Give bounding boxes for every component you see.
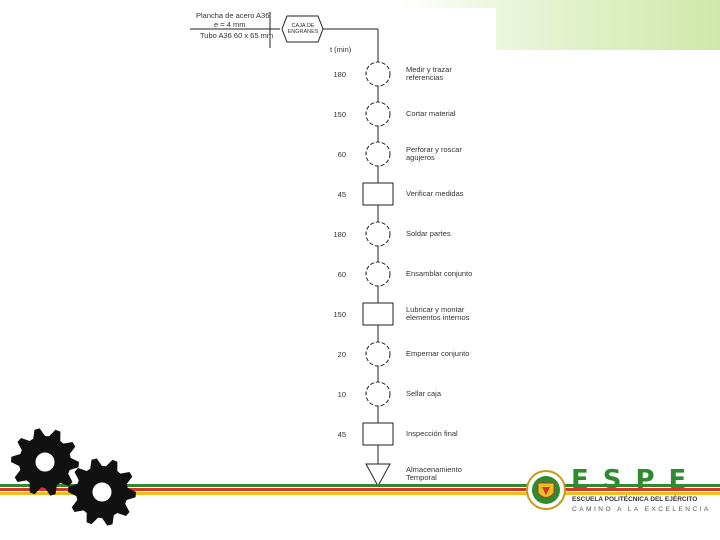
- input-material-2: Tubo A36 60 x 65 mm: [200, 31, 274, 40]
- footer-stripes: [0, 484, 720, 500]
- step-time: 45: [337, 190, 346, 199]
- flow-lines: [190, 12, 394, 488]
- step-time: 45: [337, 430, 346, 439]
- step-label: Verificar medidas: [406, 189, 464, 198]
- step-time: 180: [333, 230, 346, 239]
- espe-name: ESCUELA POLITÉCNICA DEL EJÉRCITO: [572, 496, 698, 503]
- espe-seal-icon: [526, 470, 566, 510]
- step-time: 60: [337, 150, 346, 159]
- gears-icon: [11, 428, 136, 526]
- storage-triangle: [365, 463, 391, 488]
- step-time: 150: [333, 110, 346, 119]
- inspection-square: [362, 422, 394, 446]
- operation-circle: [365, 101, 391, 127]
- stripe-yellow: [0, 492, 720, 495]
- operation-circle: [365, 221, 391, 247]
- inspection-square: [362, 302, 394, 326]
- operation-circle: [365, 261, 391, 287]
- gear-large-icon-hub: [32, 449, 58, 475]
- process-flow-diagram: Plancha de acero A36 e = 4 mm Tubo A36 6…: [190, 8, 496, 494]
- step-label: Perforar y roscar agujeros: [406, 145, 462, 162]
- gear-small-icon-hub: [89, 479, 115, 505]
- input-thickness: e = 4 mm: [214, 20, 246, 29]
- step-label: Lubricar y montar elementos internos: [406, 305, 470, 322]
- step-label: Cortar material: [406, 109, 456, 118]
- input-material-1: Plancha de acero A36: [196, 11, 270, 20]
- step-label: Medir y trazar referencias: [406, 65, 452, 82]
- step-time: 10: [337, 390, 346, 399]
- stripe-red: [0, 488, 720, 491]
- step-time: 20: [337, 350, 346, 359]
- espe-logo: ESPE ESCUELA POLITÉCNICA DEL EJÉRCITO CA…: [525, 465, 710, 515]
- inspection-square: [362, 182, 394, 206]
- espe-motto: CAMINO A LA EXCELENCIA: [572, 506, 711, 513]
- step-label: Almacenamiento Temporal: [406, 465, 462, 482]
- step-label: Sellar caja: [406, 389, 442, 398]
- operation-circle: [365, 381, 391, 407]
- espe-letters: ESPE: [571, 465, 701, 495]
- step-time: 150: [333, 310, 346, 319]
- gearbox-label: CAJA DE ENGRANES: [287, 23, 319, 35]
- step-label: Soldar partes: [406, 229, 451, 238]
- step-time: 60: [337, 270, 346, 279]
- operation-circle: [365, 141, 391, 167]
- step-label: Inspección final: [406, 429, 458, 438]
- step-time: 180: [333, 70, 346, 79]
- operation-circle: [365, 61, 391, 87]
- operation-circle: [365, 341, 391, 367]
- step-label: Ensamblar conjunto: [406, 269, 473, 278]
- step-label: Empernar conjunto: [406, 349, 470, 358]
- stripe-green: [0, 484, 720, 487]
- time-header: t (min): [330, 45, 352, 54]
